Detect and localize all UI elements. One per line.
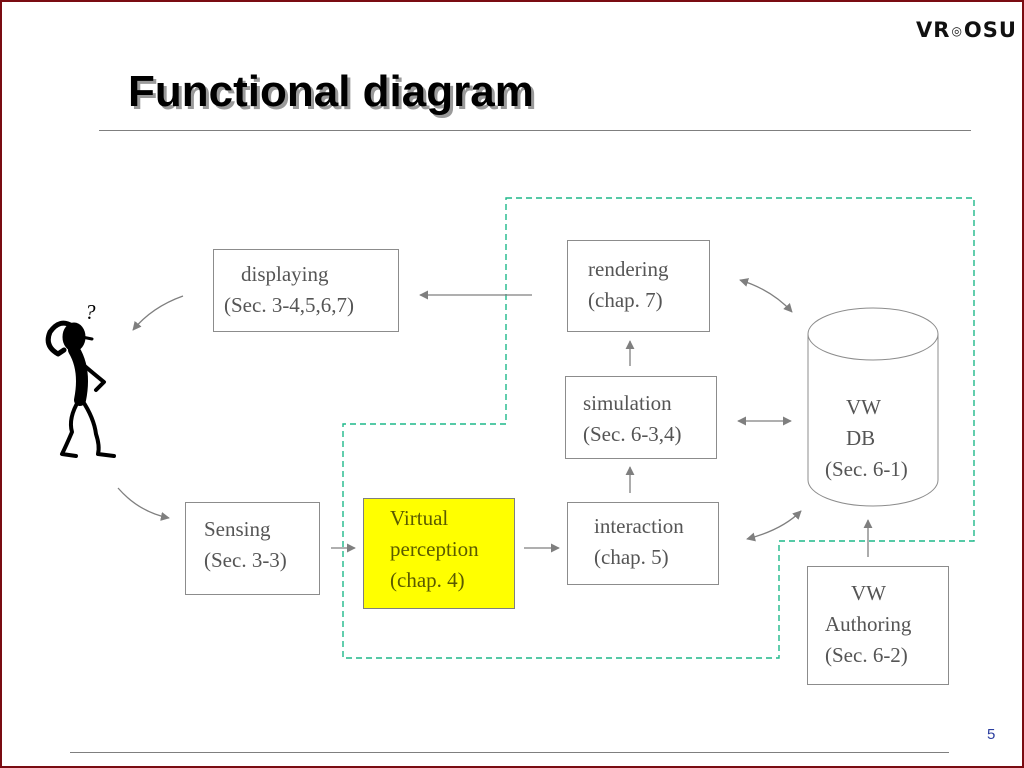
rendering-label: rendering [588, 257, 669, 281]
sensing-ref: (Sec. 3-3) [204, 548, 287, 572]
displaying-ref: (Sec. 3-4,5,6,7) [224, 293, 355, 317]
database-cylinder [807, 307, 939, 507]
title-divider [99, 130, 971, 131]
vw-authoring-ref: (Sec. 6-2) [825, 643, 908, 667]
interaction-ref: (chap. 5) [594, 545, 669, 569]
question-mark: ? [85, 300, 96, 324]
logo-text-osu: OSU [963, 18, 1017, 42]
arrow-rendering-db-link [739, 278, 793, 313]
vr-osu-logo: VR◎OSU [916, 16, 1017, 45]
vw-db-line2: DB [846, 426, 876, 450]
simulation-ref: (Sec. 6-3,4) [583, 422, 682, 446]
node-interaction: interaction (chap. 5) [567, 502, 719, 585]
node-vw-authoring: VW Authoring (Sec. 6-2) [807, 566, 949, 685]
footer-divider [70, 752, 949, 753]
page-number: 5 [987, 726, 996, 743]
simulation-label: simulation [583, 391, 672, 415]
dashed-boundary [342, 197, 975, 659]
virtual-perception-line2: perception [390, 537, 479, 561]
slide-title: Functional diagram [128, 67, 534, 116]
node-rendering: rendering (chap. 7) [567, 240, 710, 332]
node-vw-db: VW DB (Sec. 6-1) [825, 392, 908, 485]
virtual-perception-ref: (chap. 4) [390, 568, 465, 592]
node-displaying: displaying (Sec. 3-4,5,6,7) [213, 249, 399, 332]
node-simulation: simulation (Sec. 6-3,4) [565, 376, 717, 459]
arrow-displaying-to-user [132, 295, 184, 331]
arrow-interaction-db-link [746, 510, 802, 542]
rendering-ref: (chap. 7) [588, 288, 663, 312]
interaction-label: interaction [594, 514, 684, 538]
displaying-label: displaying [241, 262, 329, 286]
confused-person-icon: ? [45, 300, 116, 458]
vw-authoring-line1: VW [851, 581, 886, 605]
vw-authoring-line2: Authoring [825, 612, 912, 636]
logo-mark-icon: ◎ [951, 24, 963, 38]
arrow-user-to-sensing [117, 487, 170, 521]
vw-db-ref: (Sec. 6-1) [825, 457, 908, 481]
logo-text-vr: VR [916, 18, 951, 42]
virtual-perception-line1: Virtual [390, 506, 449, 530]
node-sensing: Sensing (Sec. 3-3) [185, 502, 320, 595]
sensing-label: Sensing [204, 517, 271, 541]
vw-db-line1: VW [846, 395, 881, 419]
node-virtual-perception: Virtual perception (chap. 4) [363, 498, 515, 609]
